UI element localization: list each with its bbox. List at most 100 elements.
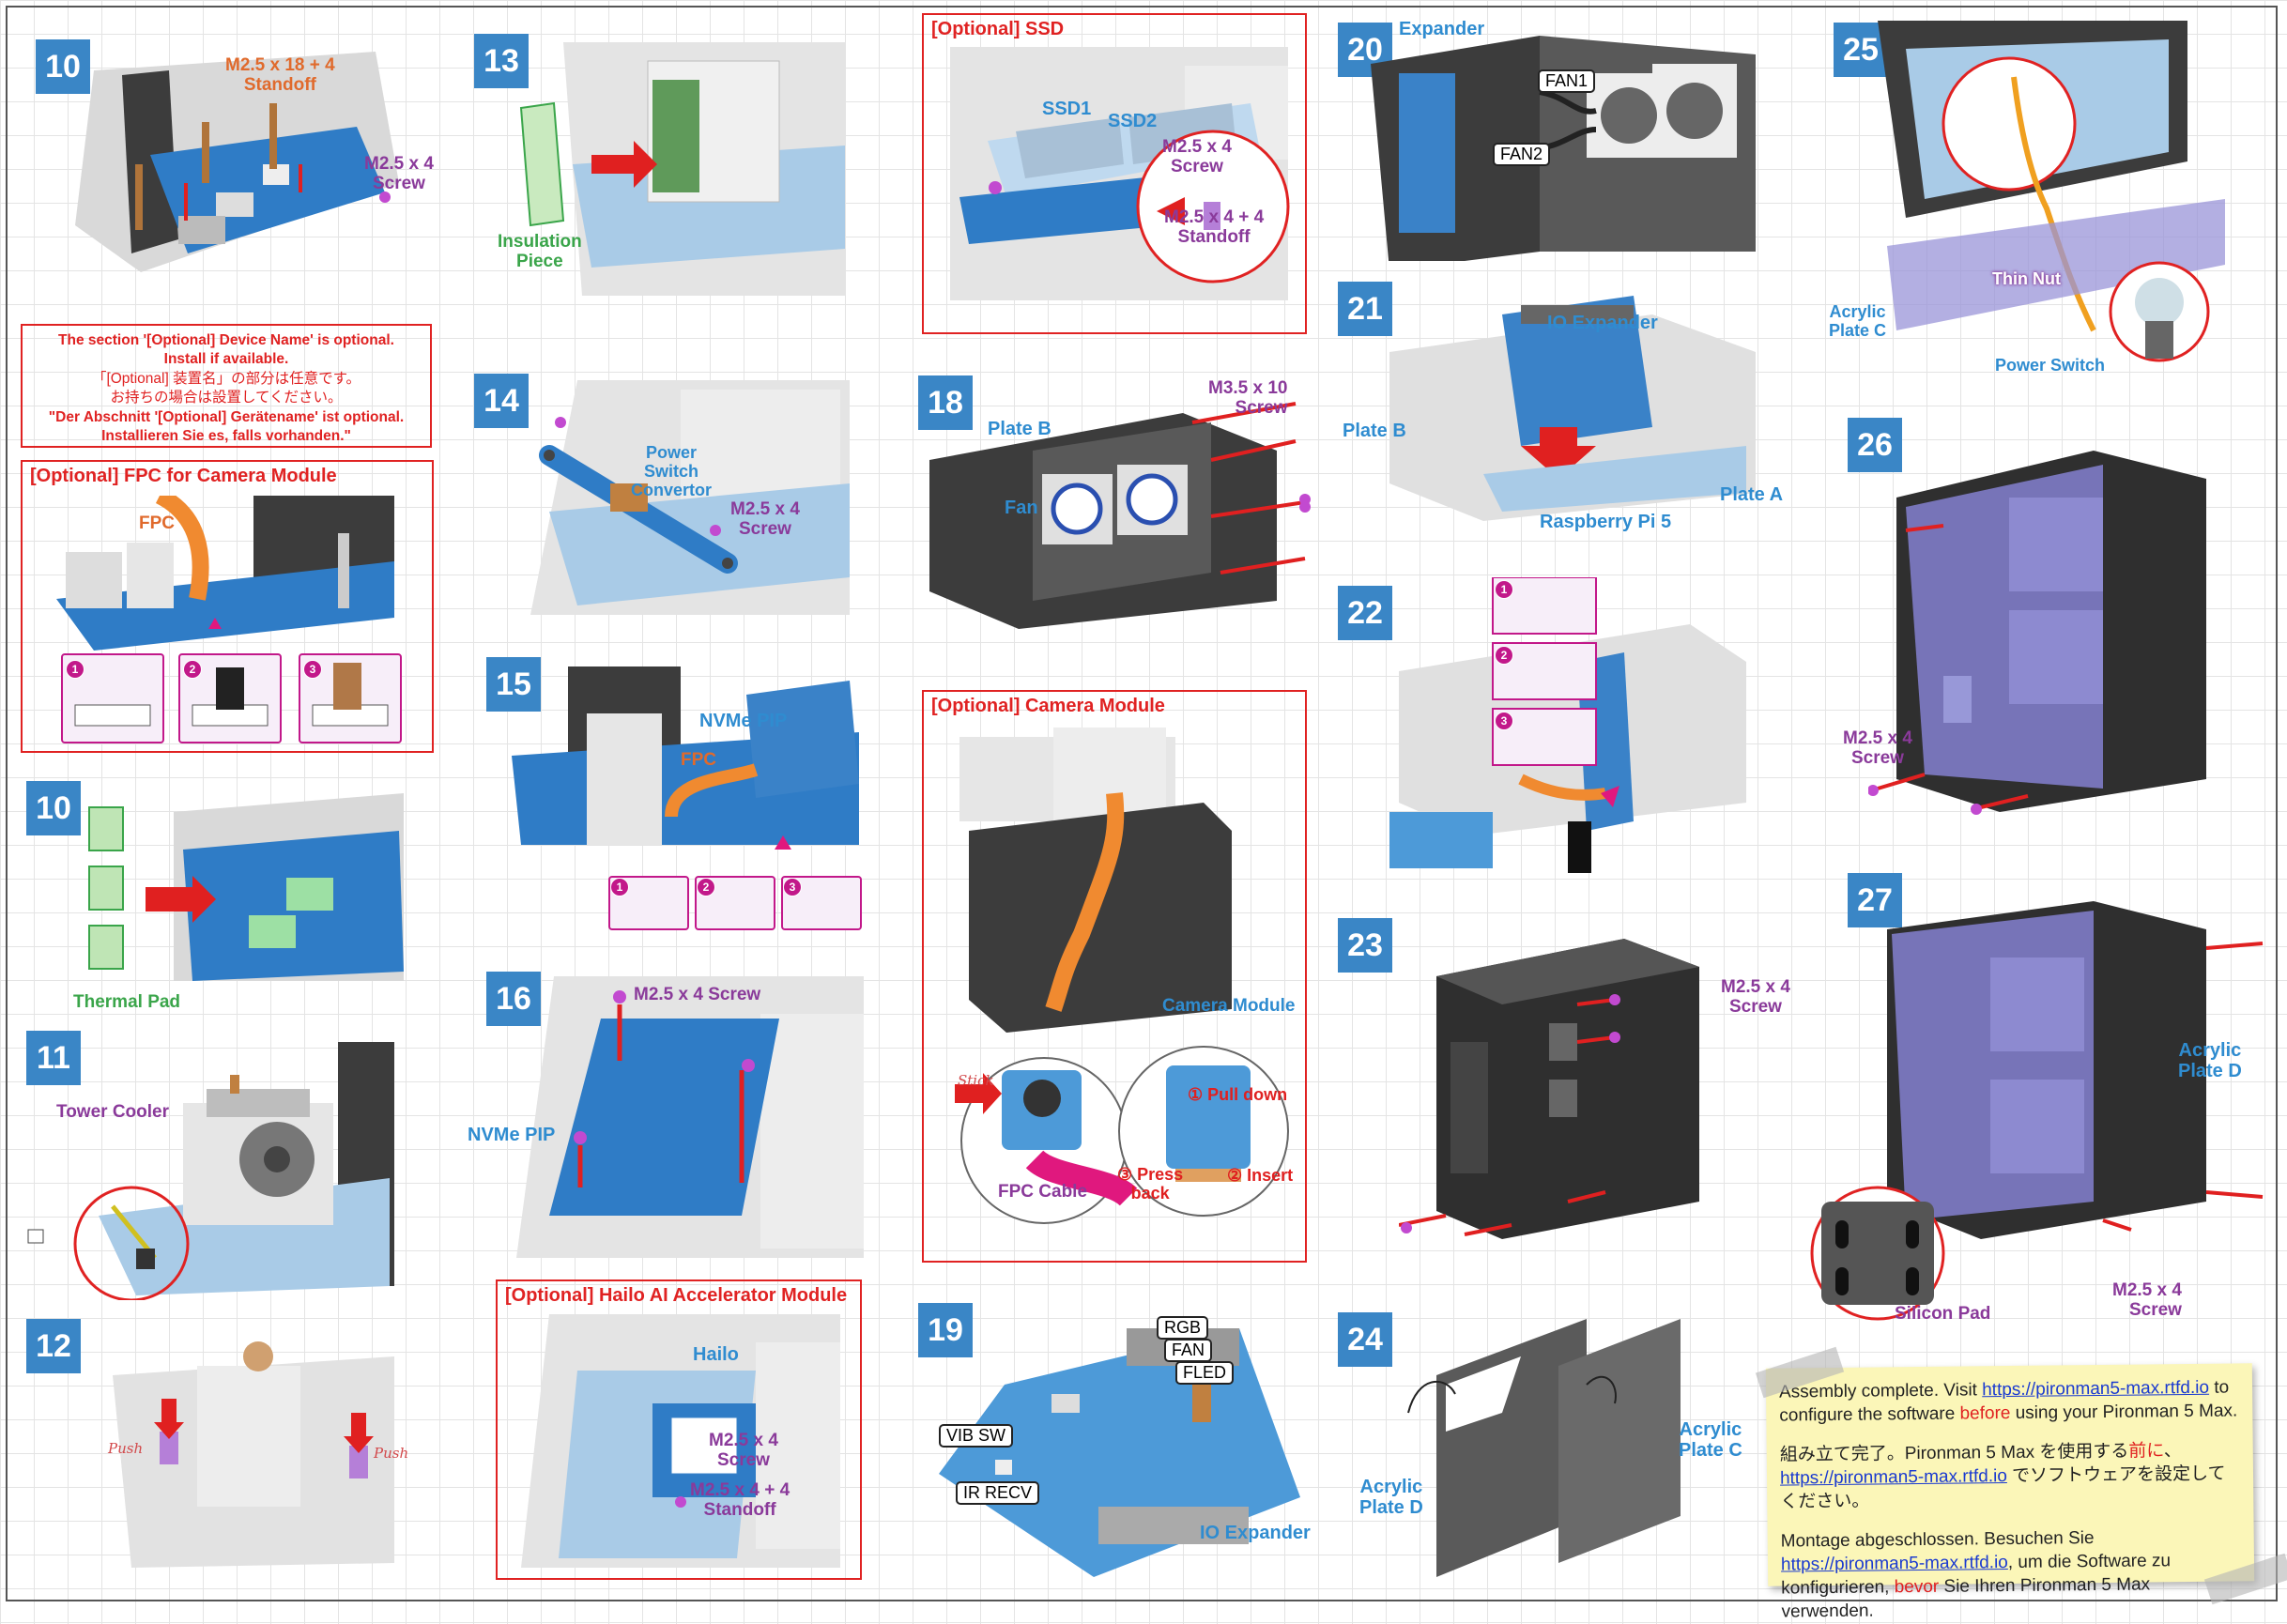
note-emphasis: 前に (2128, 1441, 2164, 1463)
io-expander-label: IO Expander (1200, 1523, 1311, 1543)
acrylic-plate-c-label: Acrylic Plate C (1679, 1419, 1742, 1461)
screw-word: Screw (716, 1449, 770, 1470)
optional-ssd-title: [Optional] SSD (931, 19, 1065, 39)
screw-word: Screw (1850, 747, 1904, 768)
screw-label: M2.5 x 4 Screw (730, 499, 800, 540)
power-switch-install-illustration (1878, 21, 2225, 362)
optional-camera-box: [Optional] Camera Module (922, 690, 1307, 1263)
plate-d-case-illustration (1868, 451, 2206, 815)
docs-link[interactable]: https://pironman5-max.rtfd.io (1779, 1466, 2007, 1489)
standoff-size: M2.5 x 4 + 4 (690, 1480, 790, 1500)
thermal-pad-label: Thermal Pad (73, 992, 181, 1012)
ssd2-label: SSD2 (1108, 111, 1158, 131)
acrylic-plates-illustration (1407, 1319, 1681, 1577)
screw-size: M2.5 x 4 (1843, 728, 1912, 748)
step-number: 10 (26, 781, 81, 835)
substep-badge: 1 (610, 878, 629, 896)
step-number: 27 (1848, 873, 1902, 927)
insulation-piece-illustration (519, 42, 845, 296)
screw-label: M2.5 x 4 Screw (2112, 1280, 2182, 1321)
standoff-word: Standoff (243, 74, 316, 95)
docs-link[interactable]: https://pironman5-max.rtfd.io (1780, 1553, 2008, 1575)
screw-size: M2.5 x 4 (730, 499, 800, 519)
plate-c-word: Plate C (1679, 1440, 1742, 1461)
notice-line: Install if available. (163, 351, 289, 368)
substep-badge: 2 (1495, 646, 1513, 665)
screw-label: M2.5 x 4 Screw (364, 154, 434, 194)
power-switch-convertor-label: Power Switch Convertor (631, 443, 712, 499)
silicon-pad-illustration (1810, 901, 2264, 1321)
screw-word: Screw (1170, 156, 1223, 176)
optional-fpc-box: [Optional] FPC for Camera Module (21, 460, 434, 753)
notice-line: "Der Abschnitt '[Optional] Gerätename' i… (48, 408, 405, 425)
fan-tag: FAN (1164, 1339, 1213, 1362)
io-expander-install-illustration (1389, 296, 1756, 521)
step-number: 12 (26, 1319, 81, 1373)
note-text: Montage abgeschlossen. Besuchen Sie (1780, 1528, 2095, 1552)
hailo-module-illustration (521, 1314, 840, 1568)
plate-d-word: Plate D (2178, 1061, 2242, 1081)
nvme-pip-label: NVMe PIP (468, 1125, 556, 1145)
silicon-pad-label: Silicon Pad (1895, 1304, 1991, 1324)
screw-size: M3.5 x 10 (1208, 378, 1288, 398)
screw-label: M2.5 x 4 Screw (634, 985, 761, 1004)
note-emphasis: before (1959, 1402, 2011, 1424)
nvme-pip-install-illustration (516, 976, 864, 1258)
raspberry-pi5-label: Raspberry Pi 5 (1540, 512, 1672, 532)
thin-nut-label: Thin Nut (1992, 269, 2061, 288)
screw-word: Screw (1235, 397, 1288, 418)
acrylic-word: Acrylic (2178, 1040, 2242, 1061)
nvme-fpc-illustration (512, 666, 859, 850)
acrylic-word: Acrylic (1359, 1477, 1423, 1497)
acrylic-word: Acrylic (1829, 302, 1886, 321)
expander-fan-wiring-illustration (1371, 36, 1756, 261)
screw-word: Screw (738, 518, 791, 539)
fpc-cable-label: FPC Cable (998, 1182, 1088, 1202)
step-number: 18 (918, 375, 973, 430)
step-number: 24 (1338, 1312, 1392, 1367)
notice-line: Installieren Sie es, falls vorhanden." (101, 428, 351, 445)
plate-a-label: Plate A (1720, 484, 1784, 505)
standoff-size: M2.5 x 18 + 4 (225, 55, 335, 75)
ssd1-label: SSD1 (1042, 99, 1092, 119)
screw-word: Screw (372, 173, 425, 193)
plate-screws-illustration (1399, 939, 1699, 1239)
stick-label: Stick (958, 1072, 994, 1089)
note-text: 、 (2163, 1441, 2182, 1462)
optional-fpc-title: [Optional] FPC for Camera Module (30, 466, 337, 486)
optional-ssd-box: [Optional] SSD (922, 13, 1307, 334)
standoff-word: Standoff (703, 1499, 776, 1520)
step-number: 26 (1848, 418, 1902, 472)
optional-camera-title: [Optional] Camera Module (931, 696, 1165, 716)
acrylic-plate-d-label: Acrylic Plate D (2178, 1040, 2242, 1081)
tower-cooler-label: Tower Cooler (56, 1102, 169, 1122)
standoff-size: M2.5 x 4 + 4 (1164, 207, 1265, 227)
fan-plate-b-illustration (929, 402, 1311, 629)
docs-link[interactable]: https://pironman5-max.rtfd.io (1982, 1377, 2210, 1401)
vib-sw-tag: VIB SW (939, 1424, 1014, 1448)
camera-module-illustration (955, 728, 1289, 1224)
step-number: 16 (486, 972, 541, 1026)
rgb-tag: RGB (1157, 1316, 1209, 1340)
plate-d-word: Plate D (1359, 1497, 1423, 1518)
substep-badge: 2 (697, 878, 715, 896)
fan-label: Fan (1005, 498, 1038, 518)
substep-badge: 2 (183, 660, 202, 679)
substep-badge: 3 (783, 878, 802, 896)
note-text: Assembly complete. Visit (1778, 1380, 1983, 1402)
piece-word: Piece (516, 251, 563, 271)
plate-c-word: Plate C (1829, 320, 1887, 340)
step-number: 22 (1338, 586, 1392, 640)
substep-badge: 1 (1495, 580, 1513, 599)
fpc-label: FPC (681, 750, 716, 770)
note-text: using your Pironman 5 Max. (2010, 1401, 2238, 1423)
substep-badge: 3 (1495, 712, 1513, 730)
back-word: back (1130, 1183, 1170, 1203)
step-number: 25 (1834, 23, 1888, 77)
screw-label: M3.5 x 10 Screw (1208, 378, 1288, 419)
note-english: Assembly complete. Visit https://pironma… (1779, 1376, 2239, 1428)
plate-b-label: Plate B (1343, 421, 1406, 441)
fpc-connector-steps-illustration (74, 663, 389, 727)
expander-label: Expander (1399, 19, 1485, 39)
note-japanese: 組み立て完了。Pironman 5 Max を使用する前に、https://pi… (1780, 1440, 2241, 1514)
